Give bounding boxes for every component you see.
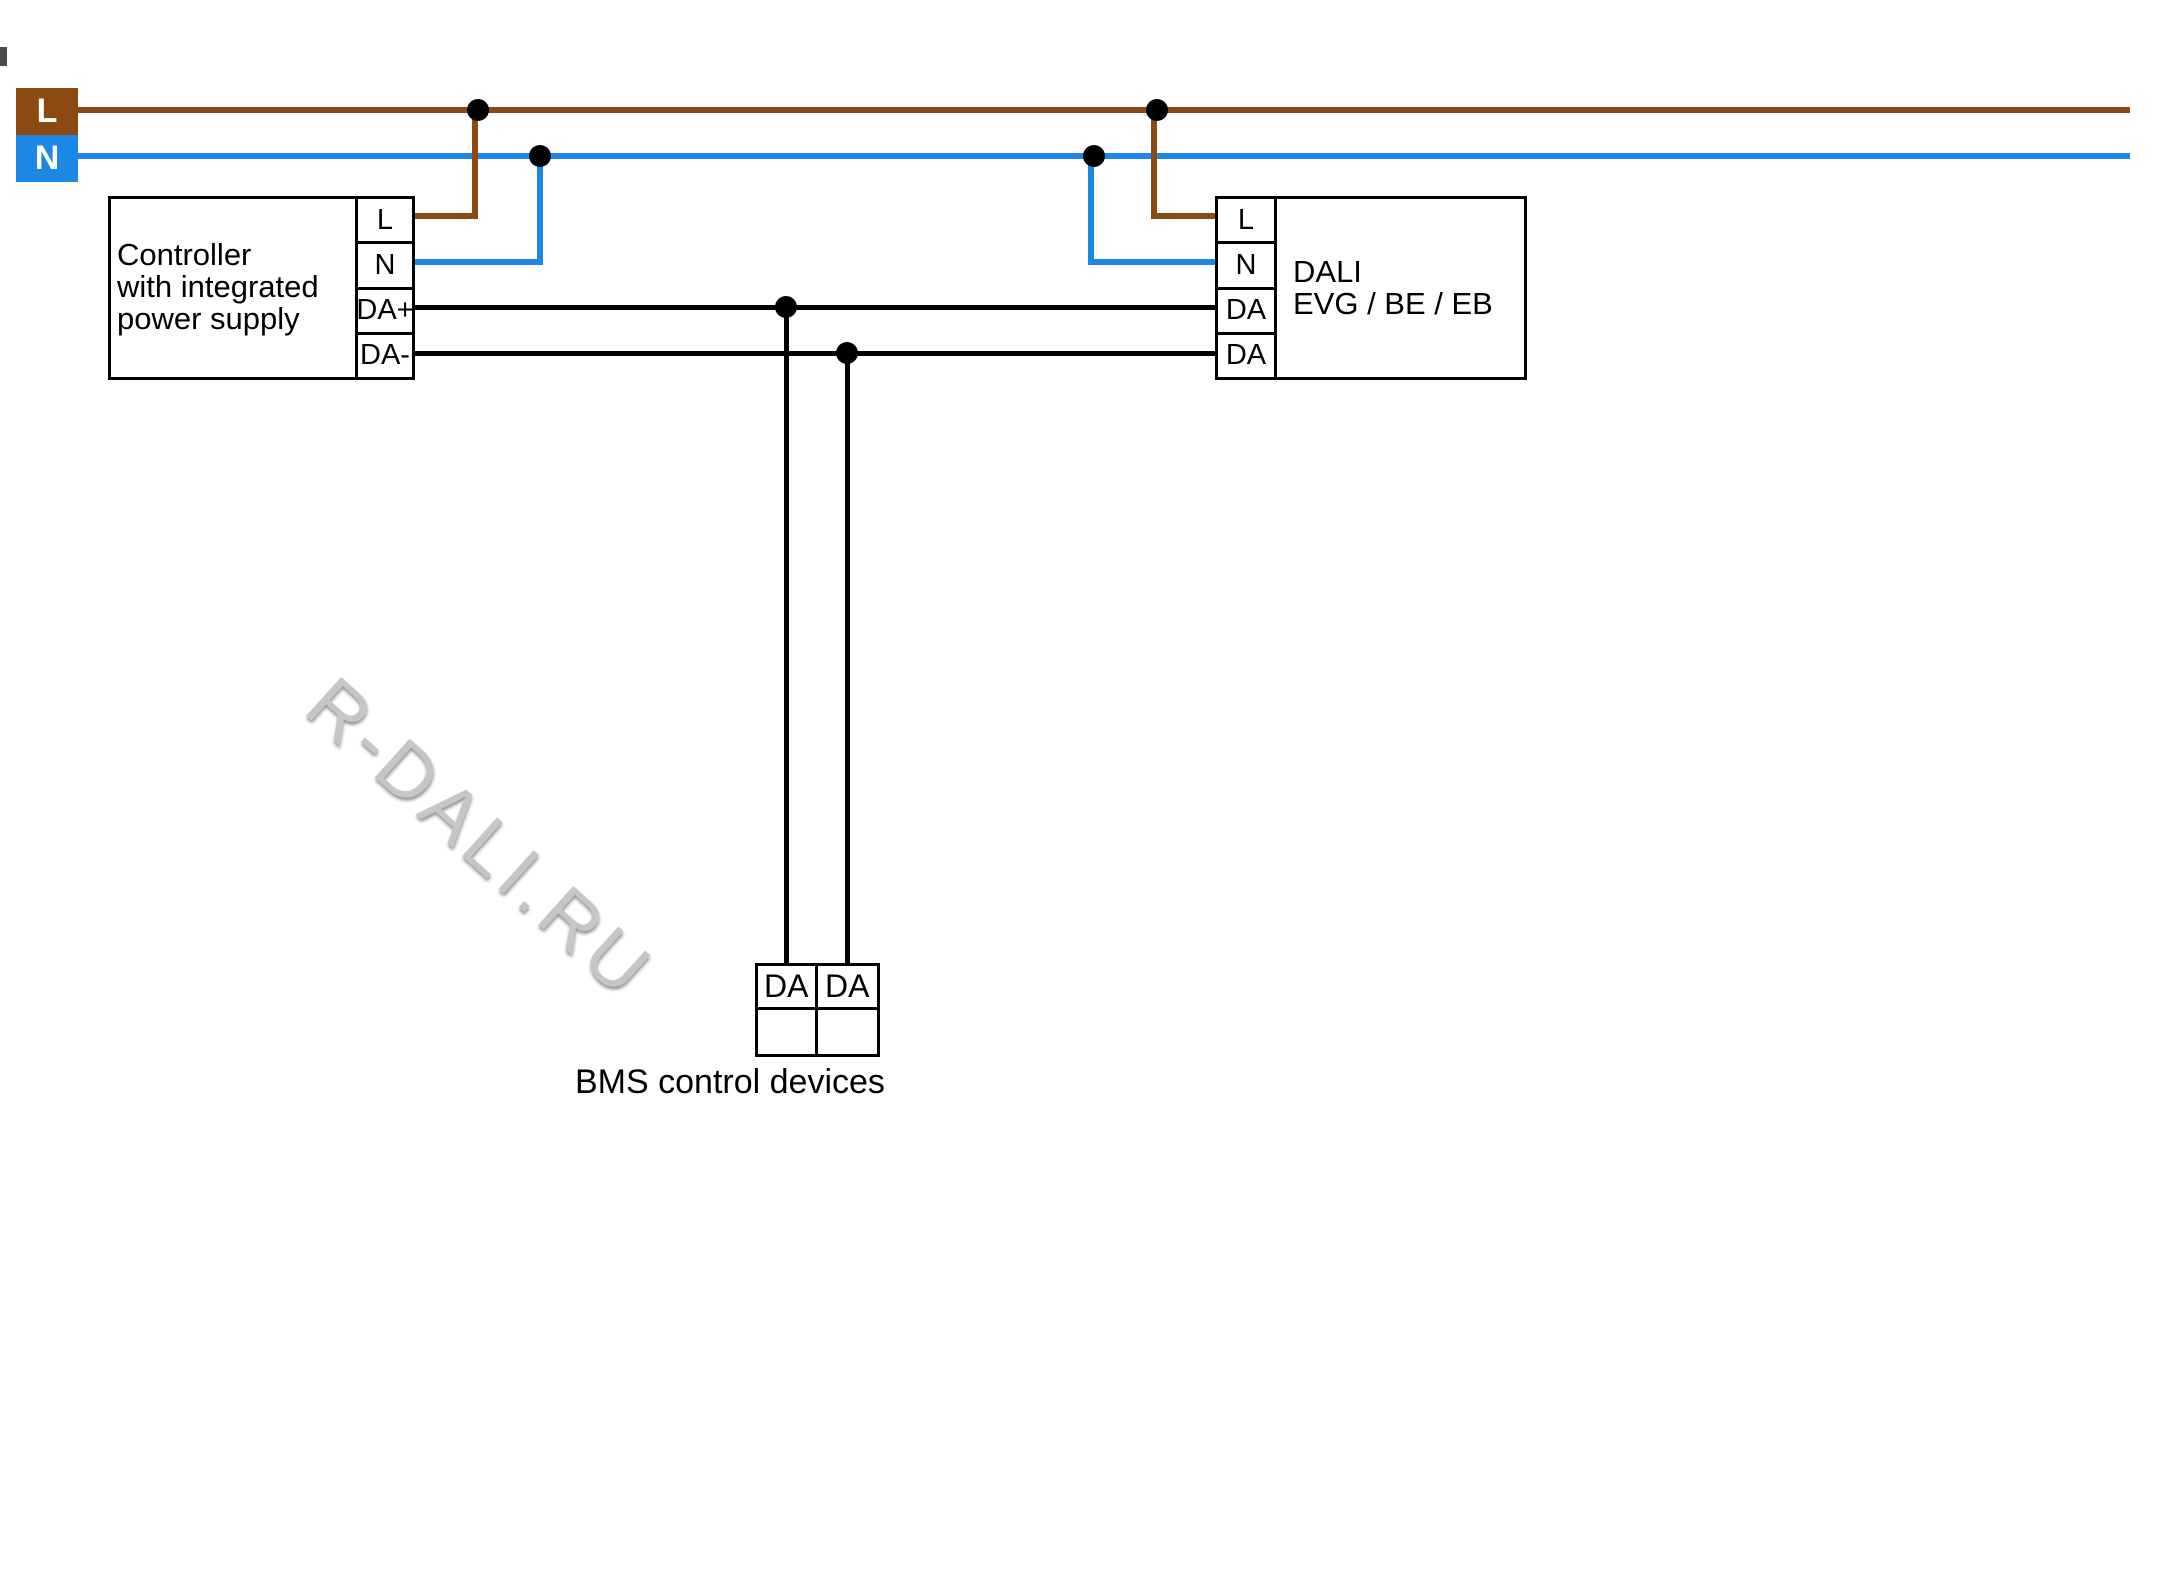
junction-dot-neutral-left — [529, 145, 551, 167]
bms-cell-empty2 — [818, 1010, 878, 1054]
dali-bus-da-minus-drop — [845, 351, 850, 965]
bms-box: DA DA — [755, 963, 880, 1057]
junction-dot-live-left — [467, 99, 489, 121]
live-drop-left-vertical — [472, 107, 478, 219]
dali-bus-da-minus-line — [415, 351, 1215, 356]
dali-terminal-da1: DA — [1215, 286, 1277, 335]
legend-neutral-box: N — [16, 135, 78, 182]
dali-device-label-line2: EVG / BE / EB — [1293, 286, 1493, 322]
controller-label-line3: power supply — [117, 301, 300, 337]
legend-live-box: L — [16, 88, 78, 135]
controller-label: Controller with integrated power supply — [117, 237, 319, 337]
controller-label-line1: Controller — [117, 237, 252, 272]
bms-terminal-da2: DA — [817, 966, 877, 1010]
watermark: R-DALI.RU — [290, 661, 670, 1015]
junction-dot-da-minus — [836, 342, 858, 364]
dali-terminal-column: L N DA DA — [1215, 196, 1277, 380]
legend-neutral-label: N — [34, 139, 60, 177]
neutral-drop-left-vertical — [537, 153, 543, 265]
controller-terminal-da-minus: DA- — [355, 331, 415, 380]
junction-dot-da-plus — [775, 296, 797, 318]
controller-terminal-da-plus: DA+ — [355, 286, 415, 335]
live-drop-right-horizontal — [1151, 213, 1215, 219]
dali-device-label: DALI EVG / BE / EB — [1293, 254, 1493, 322]
bms-terminal-da1: DA — [758, 966, 818, 1010]
controller-terminal-column: L N DA+ DA- — [355, 196, 415, 380]
dali-bus-da-plus-drop — [784, 305, 789, 965]
controller-terminal-n: N — [355, 241, 415, 290]
live-line — [78, 107, 2130, 113]
legend-live-label: L — [36, 92, 58, 130]
neutral-drop-left-horizontal — [415, 259, 543, 265]
junction-dot-live-right — [1146, 99, 1168, 121]
junction-dot-neutral-right — [1083, 145, 1105, 167]
controller-terminal-l: L — [355, 196, 415, 245]
neutral-drop-right-horizontal — [1088, 259, 1215, 265]
dali-terminal-da2: DA — [1215, 331, 1277, 380]
controller-label-line2: with integrated — [117, 269, 319, 305]
live-drop-left-horizontal — [415, 213, 478, 219]
neutral-drop-right-vertical — [1088, 153, 1094, 265]
dali-terminal-l: L — [1215, 196, 1277, 245]
live-drop-right-vertical — [1151, 107, 1157, 219]
edge-artifact — [0, 47, 7, 66]
bms-caption: BMS control devices — [575, 1063, 885, 1101]
dali-terminal-n: N — [1215, 241, 1277, 290]
bms-cell-empty1 — [758, 1010, 818, 1054]
dali-bus-da-plus-line — [415, 305, 1215, 310]
dali-device-label-line1: DALI — [1293, 254, 1362, 289]
